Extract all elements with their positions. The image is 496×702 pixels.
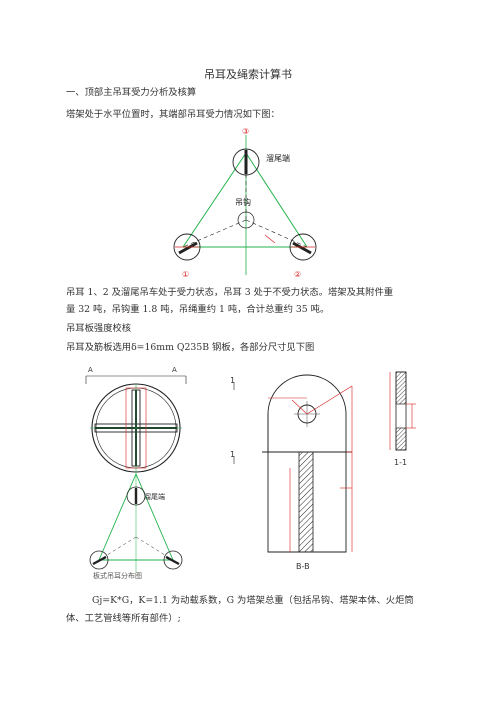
section-a-right: A [172,366,177,374]
lug-label-2: ② [294,270,302,279]
page-title: 吊耳及绳索计算书 [204,68,292,81]
figure-caption: 板式吊耳分布图 [93,572,142,580]
paragraph-1b: 量 32 吨，吊钩重 1.8 吨，吊绳重约 1 吨，合计总重约 35 吨。 [66,304,330,315]
paragraph-1a: 吊耳 1、2 及溜尾吊车处于受力状态，吊耳 3 处于不受力状态。塔架及其附件重 [66,287,394,298]
lug-force-diagram [173,135,317,275]
cut-label-1-bottom: 1 [230,450,236,459]
paragraph-2: 吊耳板强度校核 [66,323,132,334]
cut-label-1-top: 1 [230,376,236,385]
lug-label-1: ① [182,270,190,279]
paragraph-3: 吊耳及筋板选用δ=16mm Q235B 钢板，各部分尺寸见下图 [66,342,315,353]
section-bb-label: B-B [296,562,310,571]
section-heading: 一、顶部主吊耳受力分析及核算 [66,87,197,98]
section-11-label: 1-1 [394,458,408,467]
lug-plate-section-bb [233,374,353,553]
formula-line-2: 体、工艺管线等所有部件）; [66,613,181,624]
lug-plate-section-11 [389,371,416,451]
section-a-left: A [88,366,93,374]
lug-distribution-diagram [85,375,187,572]
lug-label-3: ③ [242,127,250,136]
hook-label: 吊钩 [235,198,251,207]
tail-end-label-2: 溜尾端 [144,493,165,501]
intro-text: 塔架处于水平位置时，其端部吊耳受力情况如下图： [66,109,280,120]
formula-line-1: Gj=K*G，K=1.1 为动载系数，G 为塔架总重（包括吊钩、塔架本体、火炬筒 [92,595,414,606]
tail-end-label: 溜尾端 [266,154,290,163]
